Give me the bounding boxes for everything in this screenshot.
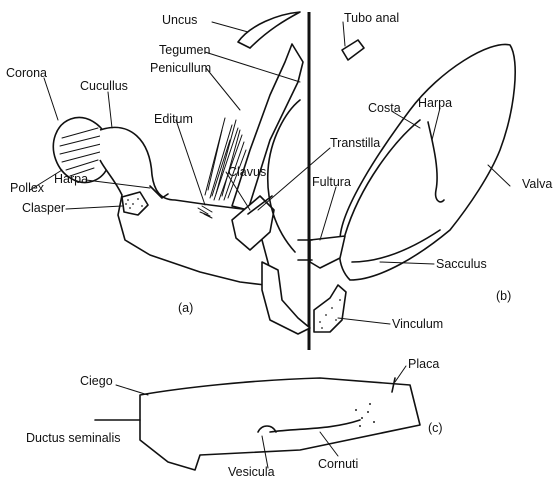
fultura-shape [310, 236, 345, 268]
label-clavus: Clavus [228, 165, 266, 179]
vinculum-shape [314, 285, 346, 332]
panel-label-b: (b) [496, 289, 511, 303]
uncus-shape [238, 12, 300, 48]
aedeagus-shape [140, 378, 420, 470]
label-editum: Editum [154, 112, 193, 126]
label-fultura: Fultura [312, 175, 351, 189]
panel-label-a: (a) [178, 301, 193, 315]
label-pollex: Pollex [10, 181, 45, 195]
label-sacculus: Sacculus [436, 257, 487, 271]
label-cucullus: Cucullus [80, 79, 128, 93]
label-uncus: Uncus [162, 13, 197, 27]
lower-sclerite [262, 262, 310, 334]
label-ciego: Ciego [80, 374, 113, 388]
label-harpa-a: Harpa [54, 172, 88, 186]
panel-c-drawing [95, 378, 420, 470]
valva-b-shape [339, 44, 515, 280]
label-cornuti: Cornuti [318, 457, 358, 471]
label-transtilla: Transtilla [330, 136, 380, 150]
label-ductus: Ductus seminalis [26, 431, 120, 445]
label-vinculum: Vinculum [392, 317, 443, 331]
label-tubo-anal: Tubo anal [344, 11, 399, 25]
label-tegumen: Tegumen [159, 43, 210, 57]
label-placa: Placa [408, 357, 439, 371]
panel-label-c: (c) [428, 421, 443, 435]
label-penicullum: Penicullum [150, 61, 211, 75]
label-corona: Corona [6, 66, 47, 80]
label-vesicula: Vesicula [228, 465, 275, 479]
tubo-anal-shape [342, 40, 364, 60]
label-costa: Costa [368, 101, 401, 115]
label-clasper: Clasper [22, 201, 65, 215]
label-valva: Valva [522, 177, 552, 191]
label-harpa-b: Harpa [418, 96, 452, 110]
